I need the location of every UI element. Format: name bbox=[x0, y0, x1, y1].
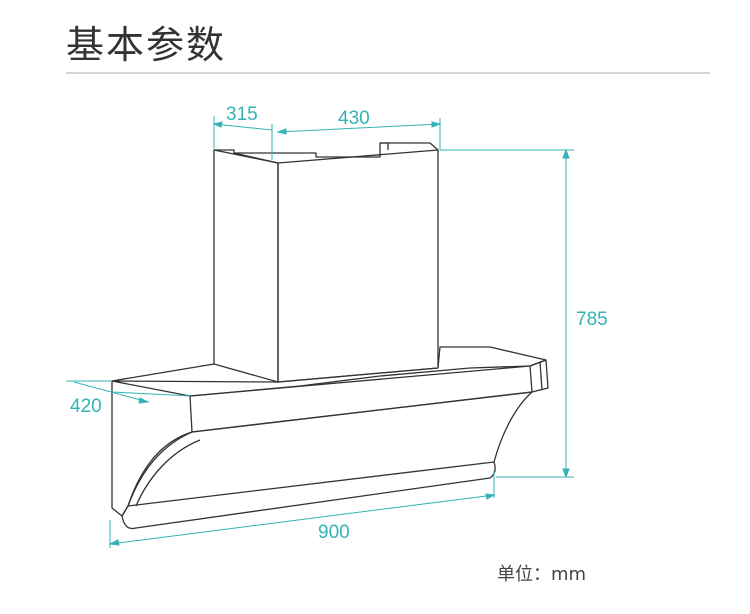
dim-label-height: 785 bbox=[576, 309, 608, 330]
title-divider bbox=[66, 72, 710, 74]
chimney-top-edge bbox=[214, 142, 439, 158]
unit-label: 单位：mm bbox=[497, 564, 587, 585]
dim-line-width bbox=[109, 494, 495, 545]
dim-line-side-depth bbox=[73, 381, 149, 403]
body-front-band bbox=[189, 365, 533, 433]
dim-label-width: 900 bbox=[318, 522, 350, 543]
body-left-side bbox=[111, 381, 193, 517]
bottom-rim bbox=[121, 461, 496, 530]
dim-label-top-depth: 315 bbox=[226, 104, 258, 125]
chimney-left-panel bbox=[213, 149, 279, 383]
dim-line-top-width bbox=[277, 123, 441, 133]
body-top-surface bbox=[111, 346, 547, 397]
chimney-top-slot bbox=[380, 142, 389, 150]
body-right-cap-edge bbox=[539, 361, 543, 391]
chimney-top-inner bbox=[233, 152, 279, 164]
front-glass-panel bbox=[127, 391, 533, 507]
dim-label-top-width: 430 bbox=[338, 108, 370, 129]
dim-line-top-depth bbox=[213, 123, 273, 131]
page-title: 基本参数 bbox=[66, 23, 227, 67]
body-right-cap bbox=[529, 359, 549, 393]
dim-label-side-depth: 420 bbox=[70, 396, 102, 417]
dimension-lines bbox=[66, 116, 574, 548]
chimney-front-panel bbox=[277, 149, 439, 383]
front-glass-inner bbox=[135, 439, 201, 507]
hood-outline bbox=[111, 142, 549, 530]
bottom-rim-inner bbox=[121, 505, 129, 517]
